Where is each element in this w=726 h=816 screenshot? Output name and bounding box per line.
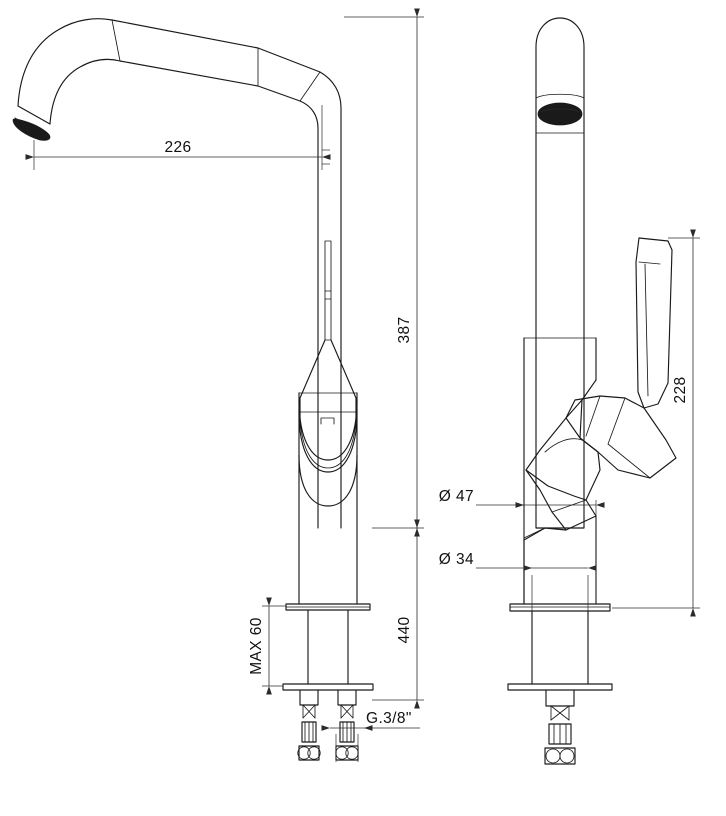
dimension-spout-height: 387 [344, 8, 424, 537]
side-mounting-plate [507, 683, 613, 691]
front-view [12, 18, 374, 761]
dimension-label-d34: Ø 34 [439, 551, 474, 568]
dimension-spout-reach: 226 [25, 105, 331, 170]
front-deck-plate [285, 603, 371, 611]
dimension-label-387: 387 [396, 316, 413, 343]
front-mounting-plate [282, 683, 374, 691]
side-deck-plate [509, 603, 611, 612]
side-spout-column [535, 17, 585, 529]
side-hose-assembly [544, 689, 576, 765]
dimension-lower-assembly: 440 [372, 519, 424, 709]
dimension-label-440: 440 [396, 616, 413, 643]
side-handle-lever [523, 237, 677, 541]
dimension-body-diameter: Ø 47 [439, 488, 605, 604]
dimension-shank-diameter: Ø 34 [439, 551, 597, 611]
dimension-label-d47: Ø 47 [439, 488, 474, 505]
dimension-handle-height: 228 [612, 229, 700, 617]
dimension-label-226: 226 [164, 139, 191, 156]
front-shank [307, 609, 349, 685]
dimension-label-thread: G.3/8" [366, 710, 412, 727]
dimension-label-max60: MAX 60 [248, 617, 265, 675]
side-view [507, 17, 677, 765]
front-spout-body [12, 18, 342, 529]
dimension-label-228: 228 [672, 376, 689, 403]
dimension-max-deck-thickness: MAX 60 [248, 597, 286, 695]
dimension-thread-size: G.3/8" [321, 710, 420, 762]
side-shank [531, 610, 589, 685]
front-body-column [298, 240, 358, 605]
